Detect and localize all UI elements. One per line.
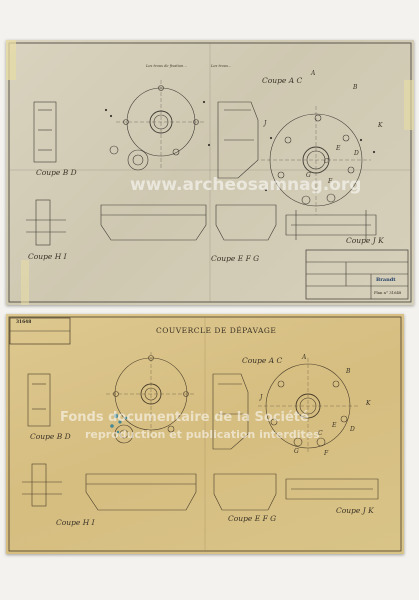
bottom-letter-b: B [346, 368, 351, 375]
bottom-coupe-jk-label: Coupe J K [336, 506, 374, 515]
top-blueprint-sheet: Coupe A C Coupe B D Coupe J K Coupe H I … [6, 40, 414, 305]
top-note-2: Les trous... [211, 64, 232, 68]
top-coupe-ac-label: Coupe A C [262, 76, 303, 85]
title-block-drawing-number: Plan n° 31648 [374, 290, 402, 295]
top-note-1: Les trous de fixation... [146, 64, 187, 68]
top-letter-g: G [306, 172, 311, 179]
top-coupe-hi-label: Coupe H I [28, 252, 67, 261]
bottom-letter-c: C [318, 430, 323, 437]
top-coupe-bd-label: Coupe B D [36, 168, 77, 177]
bottom-stamp-reference: 31648 [16, 320, 32, 325]
top-blueprint-drawing [6, 40, 414, 305]
top-letter-e: E [336, 145, 341, 152]
bottom-letter-a: A [302, 354, 307, 361]
bottom-letter-j: J [260, 394, 263, 401]
bottom-coupe-efg-label: Coupe E F G [228, 514, 277, 523]
bottom-letter-d: D [350, 426, 355, 433]
bottom-blueprint-sheet: 31648 COUVERCLE DE DÉPAVAGE Coupe A C Co… [6, 314, 404, 554]
top-letter-k: K [378, 122, 383, 129]
top-coupe-efg-label: Coupe E F G [211, 254, 260, 263]
top-letter-j: J [264, 120, 267, 127]
bottom-letter-f: F [324, 450, 329, 457]
bottom-letter-g: G [294, 448, 299, 455]
bottom-coupe-ac-label: Coupe A C [242, 356, 283, 365]
top-letter-f: F [328, 178, 333, 185]
title-block-brand: Brandt [376, 277, 396, 283]
top-letter-b: B [353, 84, 358, 91]
top-coupe-jk-label: Coupe J K [346, 236, 384, 245]
bottom-sheet-title: COUVERCLE DE DÉPAVAGE [156, 326, 277, 335]
top-letter-a: A [311, 70, 316, 77]
top-letter-d: D [354, 150, 359, 157]
bottom-coupe-hi-label: Coupe H I [56, 518, 95, 527]
bottom-letter-e: E [332, 422, 337, 429]
bottom-blueprint-drawing [8, 316, 402, 552]
top-letter-c: C [324, 158, 329, 165]
bottom-letter-k: K [366, 400, 371, 407]
bottom-coupe-bd-label: Coupe B D [30, 432, 71, 441]
